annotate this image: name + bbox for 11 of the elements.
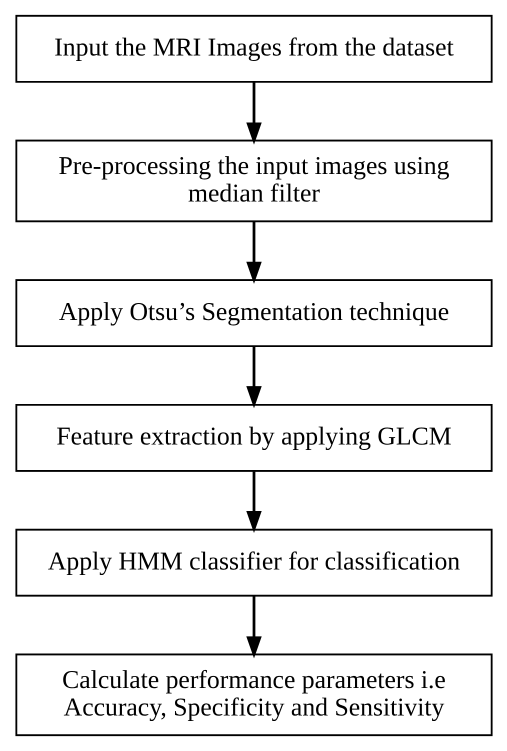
node-box: Pre-processing the input images using median filter [14,140,492,222]
arrow [246,221,262,284]
arrow [246,346,262,408]
node-box: Feature extraction by applying GLCM [14,404,492,472]
arrow [246,472,262,533]
node-box: Calculate performance parameters i.e Accuracy, Specificity and Sensitivity [14,654,492,736]
node-box: Apply HMM classifier for classification [14,528,492,597]
arrow [246,596,262,658]
node-box: Input the MRI Images from the dataset [14,14,492,83]
node-box: Apply Otsu’s Segmentation technique [14,279,492,348]
arrow [246,82,262,145]
